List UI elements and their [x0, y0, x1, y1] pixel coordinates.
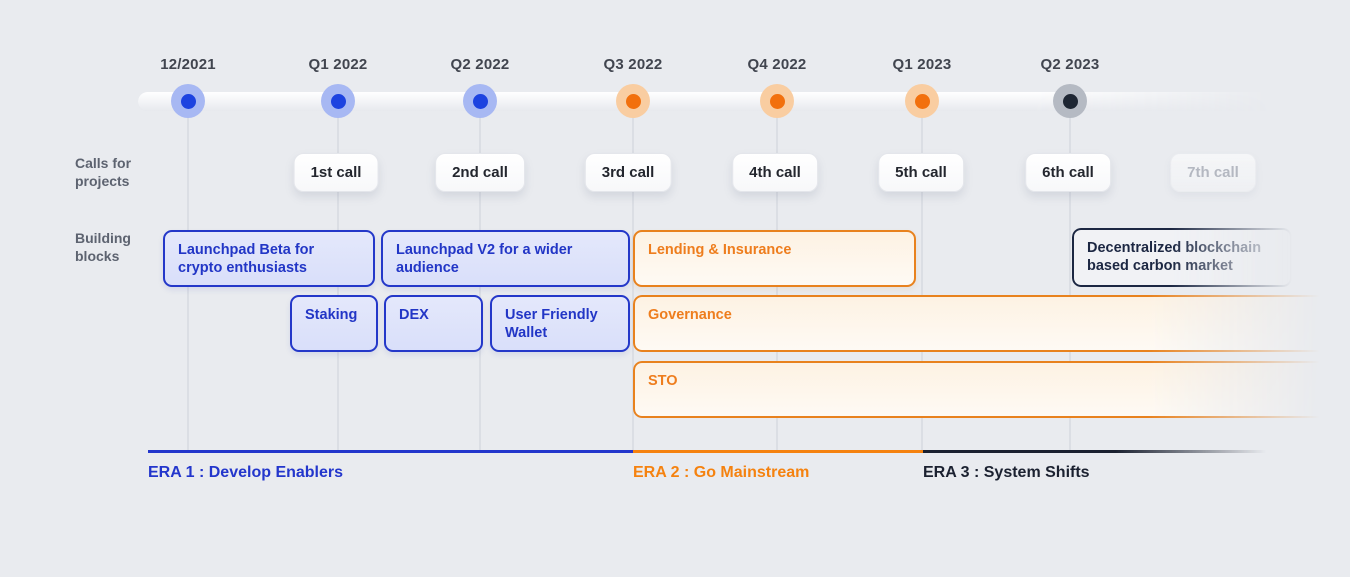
- milestone-label: Q3 2022: [603, 56, 663, 73]
- block-staking: Staking: [290, 295, 378, 352]
- milestone-label: 12/2021: [160, 56, 216, 73]
- gridline: [921, 110, 923, 452]
- gridline: [1069, 110, 1071, 452]
- era3-line: [923, 450, 1273, 453]
- era3-label: ERA 3 : System Shifts: [923, 464, 1090, 481]
- calls-row-label: Calls for projects: [75, 155, 132, 189]
- call-pill-2: 2nd call: [435, 153, 525, 192]
- milestone-dot-icon: [463, 84, 497, 118]
- milestone-dot-icon: [321, 84, 355, 118]
- block-sto: STO: [633, 361, 1348, 418]
- era1-line: [148, 450, 633, 453]
- block-carbon-market: Decentralized blockchain based carbon ma…: [1072, 228, 1292, 287]
- milestone-label: Q4 2022: [747, 56, 807, 73]
- milestone-label: Q2 2022: [450, 56, 510, 73]
- era2-line: [633, 450, 923, 453]
- milestone-label: Q1 2022: [308, 56, 368, 73]
- call-pill-1: 1st call: [293, 153, 379, 192]
- call-pill-6: 6th call: [1025, 153, 1111, 192]
- milestone-dot-icon: [171, 84, 205, 118]
- block-dex: DEX: [384, 295, 483, 352]
- block-user-friendly-wallet: User Friendly Wallet: [490, 295, 630, 352]
- call-pill-5: 5th call: [878, 153, 964, 192]
- milestone-dot-icon: [616, 84, 650, 118]
- era1-label: ERA 1 : Develop Enablers: [148, 464, 344, 481]
- milestone-dot-icon: [1053, 84, 1087, 118]
- call-pill-3: 3rd call: [584, 153, 672, 192]
- blocks-row-label: Building blocks: [75, 230, 131, 264]
- block-lending-insurance: Lending & Insurance: [633, 230, 916, 287]
- milestone-dot-icon: [905, 84, 939, 118]
- call-pill-4: 4th call: [732, 153, 818, 192]
- block-governance: Governance: [633, 295, 1348, 352]
- timeline-bar: [138, 92, 1283, 111]
- milestone-dot-icon: [760, 84, 794, 118]
- block-launchpad-beta: Launchpad Beta for crypto enthusiasts: [163, 230, 375, 287]
- milestone-label: Q2 2023: [1040, 56, 1100, 73]
- block-launchpad-v2: Launchpad V2 for a wider audience: [381, 230, 630, 287]
- era2-label: ERA 2 : Go Mainstream: [633, 464, 810, 481]
- call-pill-7: 7th call: [1170, 153, 1256, 192]
- milestone-label: Q1 2023: [892, 56, 952, 73]
